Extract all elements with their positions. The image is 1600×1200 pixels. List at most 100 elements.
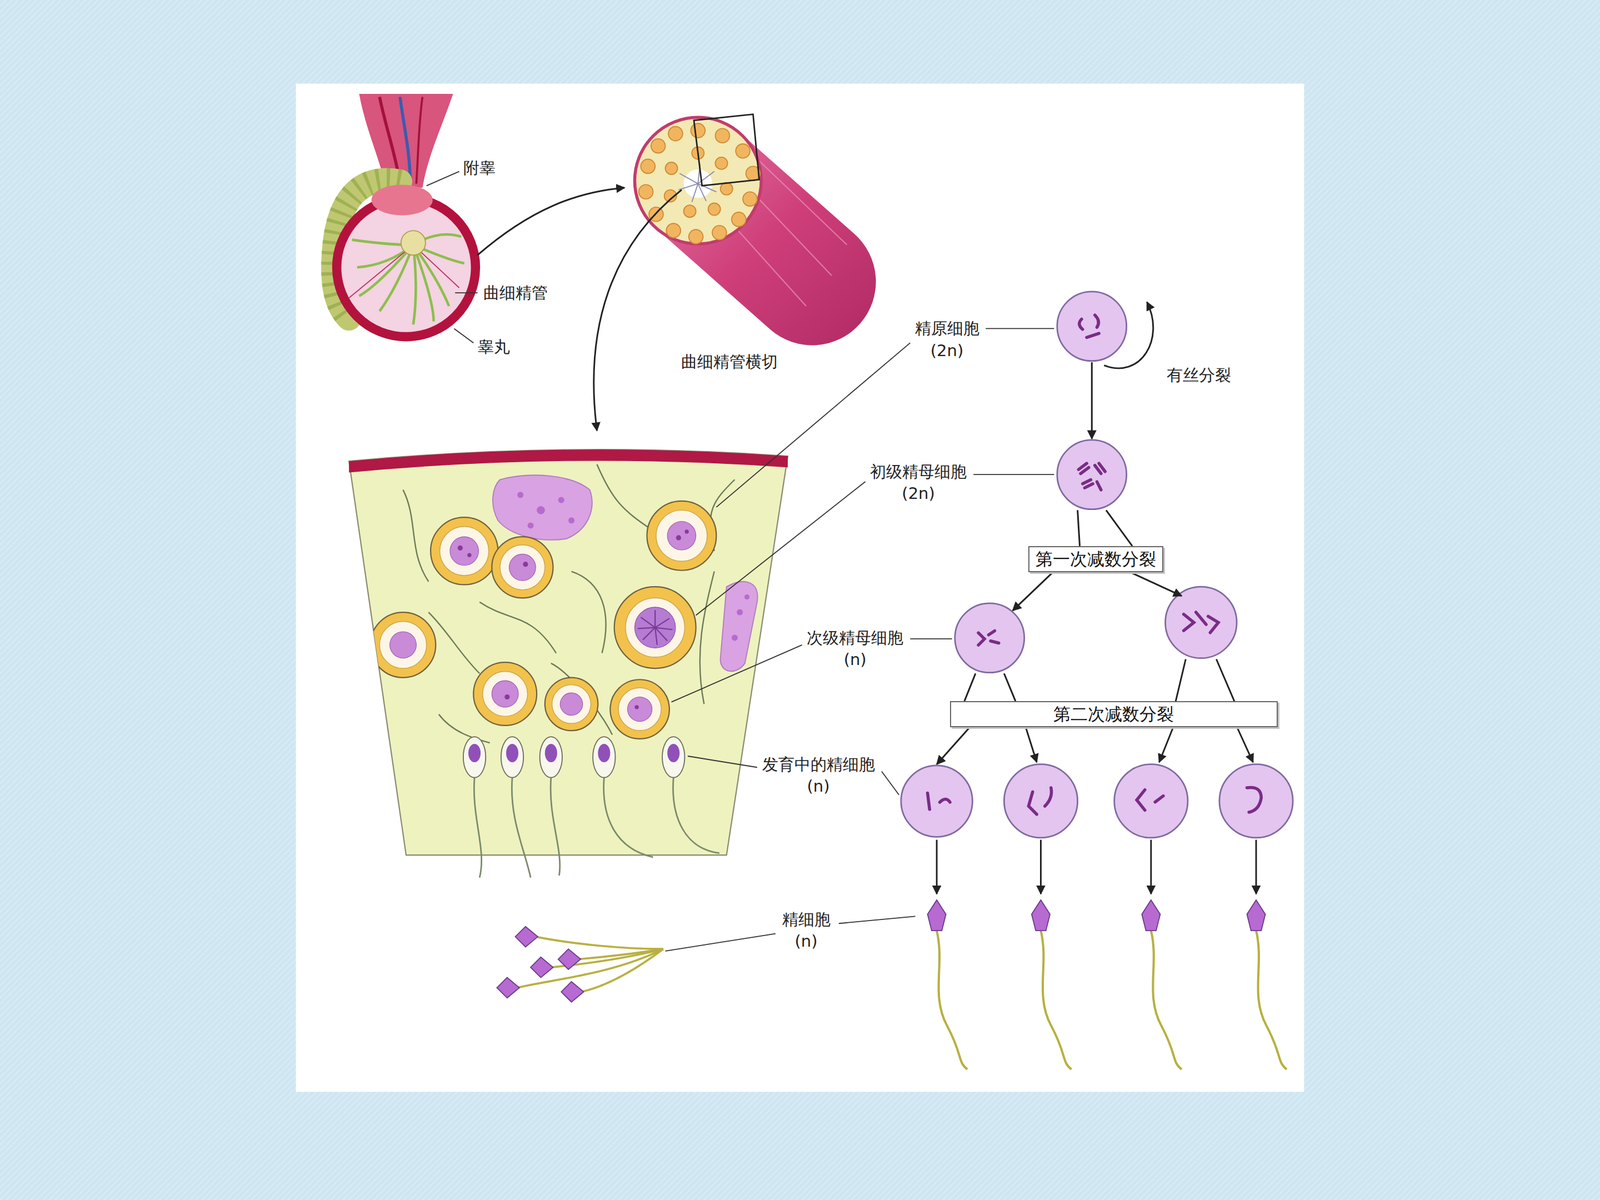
cell-circle: 初级精母细胞 (2n) (1056, 438, 1128, 511)
box-label: 第一次减数分裂 (1035, 548, 1157, 570)
tubule-section (614, 586, 697, 669)
leader-line (665, 328, 1055, 951)
tubule-section (667, 521, 696, 550)
process-box: 第二次减数分裂 (950, 701, 1278, 728)
leader-line (838, 916, 916, 924)
tubule-section (457, 545, 463, 551)
tubule-section (450, 536, 479, 565)
tubule-section (500, 545, 545, 590)
tubule-cylinder (666, 223, 681, 238)
tubule-section (568, 517, 575, 524)
cell-outline (1056, 438, 1128, 511)
spermatid-drawing (501, 736, 524, 778)
flow-arrow (1150, 840, 1152, 894)
tubule-section (736, 609, 743, 616)
chromosome (1196, 612, 1207, 625)
part-label: 睾丸 (477, 336, 510, 358)
chromosome (1028, 791, 1037, 814)
sperm-drawing (581, 948, 664, 992)
leader-line (881, 771, 899, 795)
tubule-section (390, 631, 417, 659)
flow-arrow (1216, 659, 1235, 703)
chromosome (1208, 616, 1219, 633)
testis-drawing (379, 245, 414, 312)
flow-connector (1012, 572, 1053, 611)
sperm-drawing (1040, 930, 1072, 1070)
tubule-section (720, 581, 758, 672)
tubule-cylinder (651, 138, 666, 154)
tubule-cylinder (715, 128, 730, 143)
leader-line (455, 292, 478, 294)
flow-connector (964, 673, 976, 702)
spermatid-drawing (550, 777, 560, 876)
leader-line (426, 171, 460, 187)
tubule-section (571, 571, 607, 654)
sperm-drawing (927, 900, 947, 931)
tubule-section (517, 491, 524, 498)
tubule-section (744, 594, 750, 600)
cell-outline (1056, 290, 1128, 363)
tubule-cylinder (634, 114, 876, 346)
tubule-section (509, 553, 537, 581)
leader-line (671, 645, 803, 703)
spermatid-drawing (506, 743, 519, 763)
sperm-drawing (936, 930, 968, 1070)
chromosome (1183, 614, 1194, 631)
tubule-section (440, 526, 489, 576)
spermatid-drawing (673, 777, 720, 854)
cell-outline (1057, 440, 1127, 510)
chromosome (1082, 479, 1092, 484)
cell-circle (1165, 586, 1238, 659)
part-label: 曲细精管横切 (681, 351, 778, 373)
sperm-drawing (496, 900, 1287, 1070)
cell-circle (1219, 764, 1293, 838)
spermatid-drawing (597, 743, 610, 763)
box-label: 第二次减数分裂 (1053, 703, 1174, 725)
flow-connector (1091, 362, 1093, 439)
chromosome (1155, 796, 1164, 803)
tubule-section (370, 612, 437, 678)
sperm-drawing (535, 936, 664, 949)
chromosome (1136, 790, 1145, 811)
chromosome (927, 792, 930, 809)
sperm-drawing (1031, 900, 1050, 931)
sperm-drawing (496, 977, 519, 999)
tubule-section (370, 464, 758, 743)
tubule-section (379, 621, 427, 669)
tubule-section (614, 586, 697, 669)
tubule-cylinder (665, 162, 678, 175)
cell-outline (1057, 291, 1127, 362)
flow-arrow (1236, 726, 1253, 763)
tubule-section (634, 607, 675, 648)
tubule-section (473, 662, 537, 726)
sperm-drawing (496, 926, 584, 1003)
chromosome (1084, 483, 1093, 488)
tubule-section (430, 517, 498, 585)
flow-connector (936, 727, 970, 764)
chromosome (1095, 315, 1099, 328)
tubule-section (545, 677, 599, 732)
tubule-section (646, 501, 717, 571)
sperm-drawing (515, 926, 538, 948)
spermatid-drawing (511, 777, 531, 878)
chromosome (1079, 319, 1083, 330)
cell-outline (953, 602, 1026, 674)
testis-drawing (401, 230, 426, 255)
spermatid-drawing (662, 736, 685, 778)
part-label: 精细胞 (n) (782, 908, 831, 953)
tubule-section (596, 464, 653, 531)
testis-drawing (336, 197, 476, 337)
leader-line (687, 756, 758, 768)
spermatid-drawing (592, 736, 615, 778)
leader-line (426, 171, 478, 344)
spermatid-drawing (463, 736, 685, 778)
sperm-drawing (1256, 930, 1287, 1070)
chromosome (1080, 467, 1089, 474)
sperm-drawing (558, 948, 581, 970)
tubule-section (491, 536, 553, 598)
chromosome (1098, 463, 1105, 472)
process-box: 第一次减数分裂 (1028, 546, 1163, 573)
